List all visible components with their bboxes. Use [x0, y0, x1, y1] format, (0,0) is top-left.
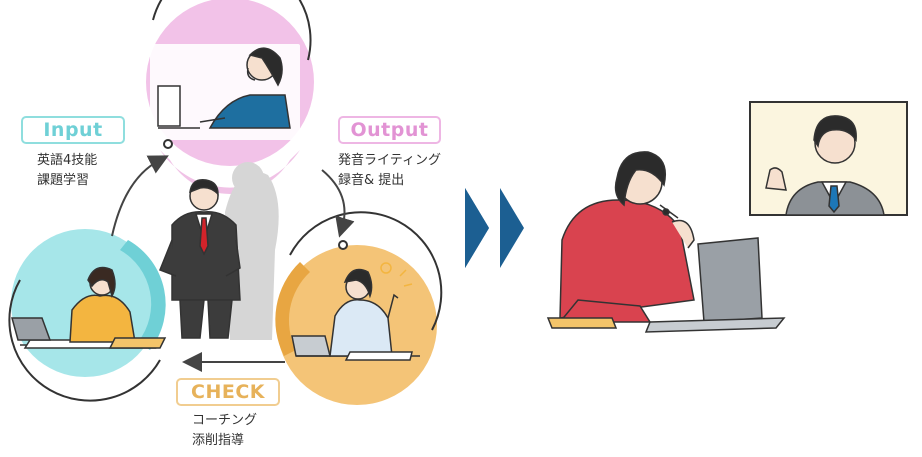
chevron-arrows-icon: [465, 188, 524, 268]
studying-student-figure: [11, 266, 167, 349]
output-label-box: Output: [338, 116, 441, 144]
output-title: Output: [350, 119, 429, 141]
input-description: 英語4技能 課題学習: [37, 151, 97, 191]
input-title: Input: [43, 119, 103, 141]
coach-figure: [159, 162, 279, 340]
check-description: コーチング 添削指導: [192, 411, 257, 451]
headset-learner-figure: [157, 47, 291, 129]
check-label-box: CHECK: [176, 378, 280, 406]
input-desc-line2: 課題学習: [37, 173, 90, 188]
output-description: 発音ライティング 録音& 提出: [338, 151, 441, 191]
online-lesson-woman-figure: [546, 151, 786, 333]
cycle-arrow-input-to-output: [111, 155, 169, 237]
input-label-box: Input: [21, 116, 125, 144]
check-title: CHECK: [191, 381, 265, 403]
check-desc-line1: コーチング: [192, 413, 258, 428]
input-desc-line1: 英語4技能: [37, 153, 98, 168]
output-desc-line2: 録音& 提出: [338, 173, 405, 188]
idea-student-figure: [291, 262, 420, 361]
video-call-window: [749, 101, 908, 216]
cycle-arrow-output-to-check: [321, 169, 355, 238]
check-desc-line2: 添削指導: [192, 433, 245, 448]
output-desc-line1: 発音ライティング: [338, 153, 441, 168]
